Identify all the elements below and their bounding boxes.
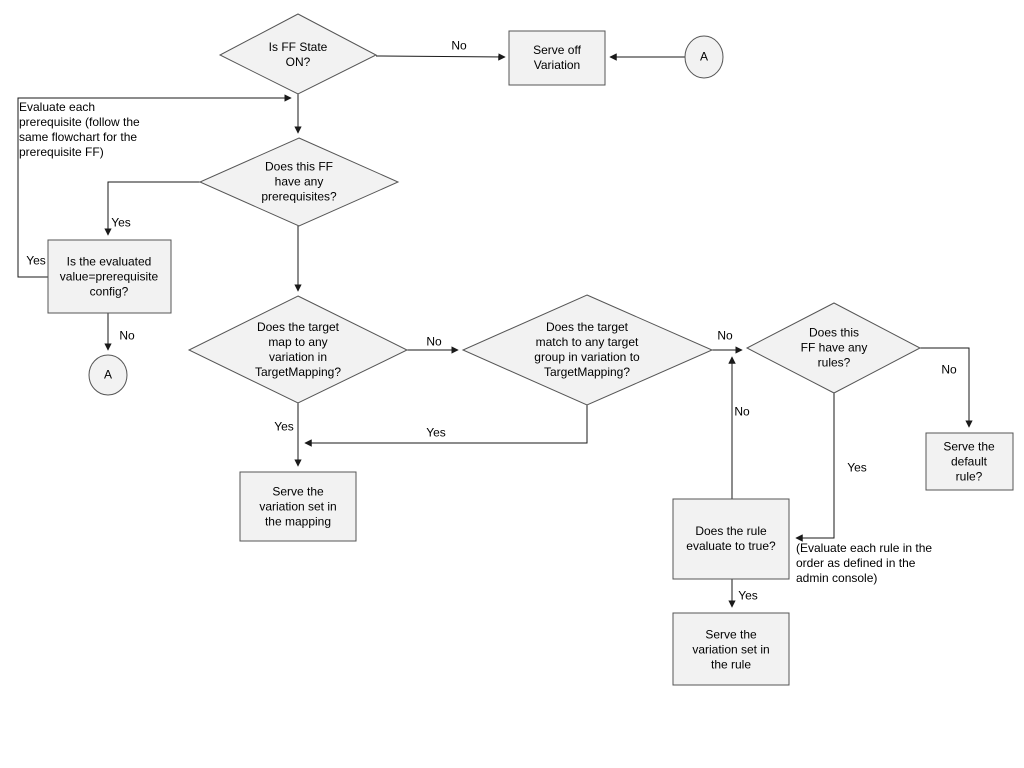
rule-evaluates-true-label: Does the rule evaluate to true?	[686, 524, 776, 553]
edge-label-no-target-matches: No	[717, 328, 733, 343]
evaluated-value-label: Is the evaluated value=prerequisite conf…	[59, 254, 159, 299]
edge-label-yes-target-matches: Yes	[426, 425, 446, 440]
connector-a-left-label: A	[103, 367, 113, 382]
edge-rules-no	[920, 347, 973, 428]
serve-variation-rule-label: Serve the variation set in the rule	[692, 627, 770, 672]
has-rules-diamond	[745, 302, 922, 394]
evaluated-value-box	[47, 239, 172, 314]
serve-variation-rule-box	[672, 612, 790, 686]
is-ff-state-on-diamond	[218, 13, 378, 95]
edge-label-no-rule-false: No	[734, 404, 750, 419]
edge-state-no	[375, 53, 506, 61]
edge-label-yes-rule-true: Yes	[738, 588, 758, 603]
edge-rules-yes	[795, 393, 835, 542]
has-prerequisites-diamond	[198, 137, 400, 227]
is-ff-state-on-label: Is FF State ON?	[268, 40, 328, 69]
connector-a-top-label: A	[699, 49, 709, 64]
rule-evaluates-true-box	[672, 498, 790, 580]
target-matches-group-label: Does the target match to any target grou…	[534, 320, 640, 379]
has-prerequisites-label: Does this FF have any prerequisites?	[261, 159, 337, 204]
edge-prereq-yes	[104, 181, 200, 236]
edge-label-no-has-rules: No	[941, 362, 957, 377]
edge-label-yes-target-maps: Yes	[274, 419, 294, 434]
serve-default-rule-box	[925, 432, 1014, 491]
connector-a-left-circle	[88, 354, 128, 396]
edge-targetmatch-yes	[304, 405, 588, 447]
serve-off-variation-box	[508, 30, 606, 86]
has-rules-label: Does this FF have any rules?	[800, 325, 868, 370]
edge-label-yes-has-rules: Yes	[847, 460, 867, 475]
connector-a-top-circle	[684, 35, 724, 79]
prerequisite-note: Evaluate each prerequisite (follow the s…	[19, 100, 140, 159]
serve-default-rule-label: Serve the default rule?	[943, 439, 995, 484]
edge-label-yes-has-prereq: Yes	[111, 215, 131, 230]
edge-label-no-state-off: No	[451, 38, 467, 53]
target-matches-group-diamond	[461, 294, 714, 406]
serve-variation-mapping-box	[239, 471, 357, 542]
target-maps-variation-label: Does the target map to any variation in …	[254, 320, 342, 379]
edge-label-yes-prereq-loop: Yes	[26, 253, 46, 268]
edge-label-no-value-mismatch: No	[119, 328, 135, 343]
serve-variation-mapping-label: Serve the variation set in the mapping	[259, 484, 337, 529]
edge-prereq-loop-back	[17, 94, 292, 278]
serve-off-variation-label: Serve off Variation	[533, 43, 581, 72]
edge-label-no-target-maps: No	[426, 334, 442, 349]
target-maps-variation-diamond	[187, 295, 409, 404]
rule-order-note: (Evaluate each rule in the order as defi…	[796, 541, 933, 585]
